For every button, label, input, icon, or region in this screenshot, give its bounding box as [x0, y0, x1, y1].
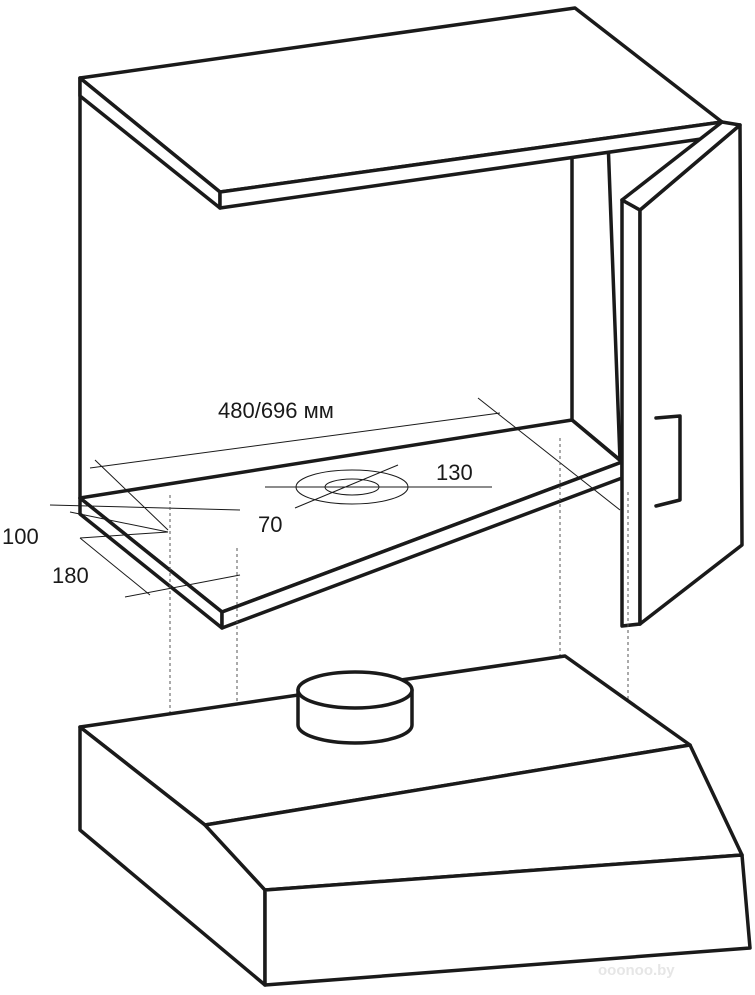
wall-cabinet — [78, 6, 744, 630]
offset-front-label: 100 — [2, 524, 39, 549]
range-hood — [78, 654, 752, 987]
door-handle — [654, 414, 682, 508]
outer-diameter-label: 130 — [436, 460, 473, 485]
duct-collar-top — [296, 670, 414, 710]
inner-diameter-label: 70 — [258, 512, 282, 537]
offset-front-diag — [69, 511, 169, 533]
hood-front-face — [263, 853, 752, 987]
inner-diameter-line — [294, 464, 399, 509]
offset-front-line — [49, 504, 241, 511]
cabinet-bottom-shelf — [78, 418, 624, 614]
watermark: ooonoo.by — [598, 962, 675, 979]
offset-depth-diag — [79, 537, 151, 596]
offset-depth-line — [79, 531, 169, 539]
width-label: 480/696 мм — [218, 398, 334, 423]
cabinet-door-panel — [638, 123, 744, 626]
cabinet-door-face — [620, 198, 642, 628]
width-extension-left — [94, 459, 169, 531]
offset-depth-end — [124, 574, 241, 598]
offset-depth-label: 180 — [52, 563, 89, 588]
width-extension-right — [477, 397, 621, 511]
cabinet-door-top-edge — [620, 120, 742, 212]
duct-collar — [296, 670, 414, 745]
cabinet-right-wall — [570, 138, 622, 462]
width-dimension-line — [89, 412, 501, 469]
